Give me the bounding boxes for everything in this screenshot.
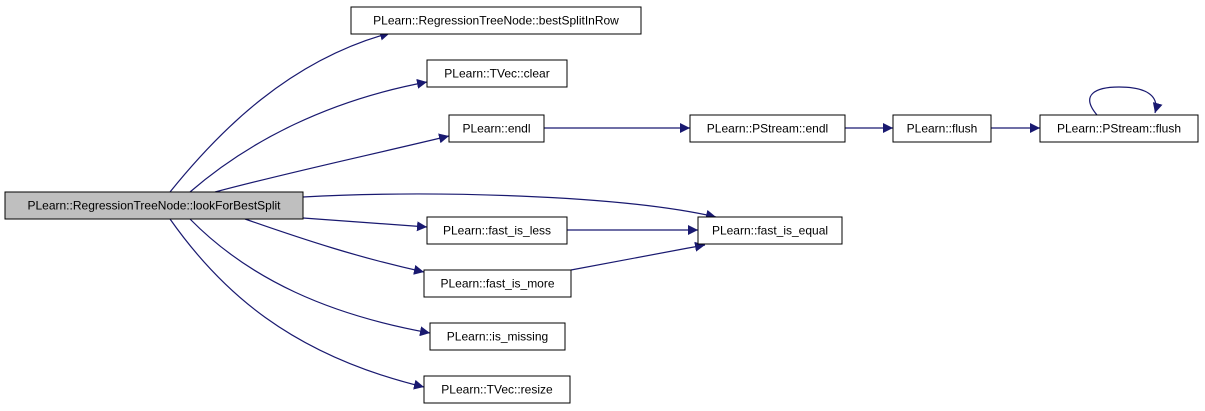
edge-root-to-tvec_resize — [169, 218, 425, 390]
node-root[interactable]: PLearn::RegressionTreeNode::lookForBestS… — [4, 191, 304, 220]
node-endl[interactable]: PLearn::endl — [448, 114, 545, 143]
node-pstream-endl[interactable]: PLearn::PStream::endl — [689, 114, 846, 143]
node-label: PLearn::fast_is_more — [440, 277, 554, 291]
edge-root-to-is_missing — [189, 218, 431, 337]
node-label: PLearn::endl — [462, 122, 530, 136]
node-label: PLearn::is_missing — [447, 330, 548, 344]
node-label: PLearn::flush — [907, 122, 978, 136]
edge-arrow — [302, 217, 428, 232]
node-tvec-clear[interactable]: PLearn::TVec::clear — [426, 59, 568, 88]
node-box — [429, 322, 566, 351]
node-box — [426, 59, 568, 88]
node-box — [892, 114, 992, 143]
node-fast-is-less[interactable]: PLearn::fast_is_less — [426, 216, 568, 245]
node-box — [697, 216, 843, 245]
edge-root-to-fast_is_less — [302, 217, 428, 232]
node-label: PLearn::TVec::resize — [441, 383, 553, 397]
edge-arrow — [302, 193, 717, 220]
node-label: PLearn::PStream::endl — [707, 122, 828, 136]
edge-arrow — [214, 133, 450, 193]
node-flush[interactable]: PLearn::flush — [892, 114, 992, 143]
edge-root-to-fast_is_equal — [302, 193, 717, 220]
edge-root-to-tvec_clear — [189, 78, 428, 193]
node-box — [448, 114, 545, 143]
node-box — [423, 269, 572, 298]
edge-arrow — [1089, 86, 1163, 116]
node-label: PLearn::fast_is_less — [443, 224, 551, 238]
edge-fast_is_more-to-fast_is_equal — [570, 241, 706, 271]
node-pstream-flush[interactable]: PLearn::PStream::flush — [1039, 114, 1199, 143]
node-box — [426, 216, 568, 245]
node-label: PLearn::PStream::flush — [1057, 122, 1181, 136]
edge-root-to-bestSplitInRow — [169, 30, 391, 193]
edge-arrow — [169, 30, 391, 193]
edge-arrow — [169, 218, 425, 390]
node-is-missing[interactable]: PLearn::is_missing — [429, 322, 566, 351]
node-box — [4, 191, 304, 220]
node-fast-is-more[interactable]: PLearn::fast_is_more — [423, 269, 572, 298]
node-layer: PLearn::RegressionTreeNode::lookForBestS… — [4, 6, 1199, 404]
node-bestSplitInRow[interactable]: PLearn::RegressionTreeNode::bestSplitInR… — [350, 6, 642, 35]
edge-arrow — [189, 218, 431, 337]
edge-pstream_flush-to-pstream_flush — [1089, 86, 1163, 116]
edge-arrow — [570, 241, 706, 271]
edge-arrow — [189, 78, 428, 193]
edge-root-to-endl — [214, 133, 450, 193]
node-box — [1039, 114, 1199, 143]
node-label: PLearn::RegressionTreeNode::lookForBestS… — [27, 199, 281, 213]
edge-layer — [169, 30, 1163, 390]
node-fast-is-equal[interactable]: PLearn::fast_is_equal — [697, 216, 843, 245]
edge-root-to-fast_is_more — [244, 218, 425, 275]
node-label: PLearn::fast_is_equal — [712, 224, 828, 238]
node-tvec-resize[interactable]: PLearn::TVec::resize — [423, 375, 571, 404]
node-label: PLearn::TVec::clear — [444, 67, 549, 81]
node-box — [423, 375, 571, 404]
node-box — [689, 114, 846, 143]
node-label: PLearn::RegressionTreeNode::bestSplitInR… — [373, 14, 619, 28]
node-box — [350, 6, 642, 35]
edge-arrow — [244, 218, 425, 275]
